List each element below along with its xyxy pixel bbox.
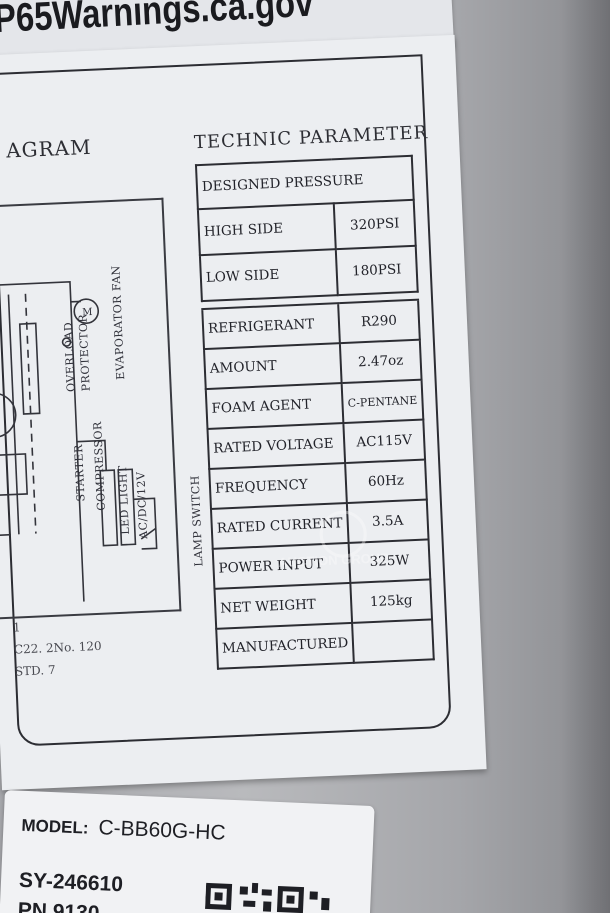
starter-label: STARTER bbox=[72, 443, 88, 502]
param-value: 125kg bbox=[350, 579, 432, 623]
footnote-line-3: STD. 7 bbox=[14, 662, 56, 679]
param-label: MANUFACTURED bbox=[216, 622, 355, 669]
pn-number: PN 9130 bbox=[17, 898, 100, 913]
parameter-table: DESIGNED PRESSURE HIGH SIDE 320PSI LOW S… bbox=[195, 155, 435, 670]
qr-code-icon bbox=[205, 882, 330, 913]
param-label: RATED CURRENT bbox=[210, 502, 349, 549]
warning-url-text: P65Warnings.ca.gov bbox=[0, 0, 315, 42]
table-row: MANUFACTURED bbox=[216, 619, 434, 669]
footnote-line-1: 1 bbox=[12, 620, 21, 635]
param-value: 60Hz bbox=[345, 459, 427, 503]
model-sticker: MODEL: C-BB60G-HC SY-246610 PN 9130 bbox=[0, 790, 375, 913]
param-value: 3.5A bbox=[347, 499, 429, 543]
param-value: 180PSI bbox=[336, 245, 418, 296]
param-value: 325W bbox=[348, 539, 431, 583]
param-value: AC115V bbox=[343, 419, 425, 464]
param-value bbox=[352, 619, 434, 663]
param-value: 2.47oz bbox=[340, 339, 422, 384]
param-label: HIGH SIDE bbox=[197, 203, 337, 256]
spec-plate: AGRAM M OVERLOAD PR bbox=[0, 34, 487, 791]
wiring-diagram-title: AGRAM bbox=[5, 134, 93, 163]
param-label: NET WEIGHT bbox=[214, 582, 353, 629]
param-label: AMOUNT bbox=[204, 343, 342, 390]
param-label: POWER INPUT bbox=[212, 542, 351, 589]
param-label: FOAM AGENT bbox=[205, 383, 344, 429]
model-number: C-BB60G-HC bbox=[97, 816, 227, 845]
param-label: REFRIGERANT bbox=[202, 303, 341, 350]
model-line: MODEL: C-BB60G-HC bbox=[21, 813, 226, 846]
motor-symbol: M bbox=[82, 307, 93, 318]
param-value: R290 bbox=[338, 299, 420, 344]
param-label: RATED VOLTAGE bbox=[207, 423, 346, 469]
param-value: C-PENTANE bbox=[341, 379, 424, 424]
param-label: FREQUENCY bbox=[209, 463, 348, 509]
param-value: 320PSI bbox=[334, 199, 416, 250]
sy-number: SY-246610 bbox=[18, 868, 124, 897]
param-label: LOW SIDE bbox=[199, 249, 339, 302]
model-prefix: MODEL: bbox=[21, 815, 89, 838]
wiring-diagram-lines: M bbox=[0, 281, 158, 602]
